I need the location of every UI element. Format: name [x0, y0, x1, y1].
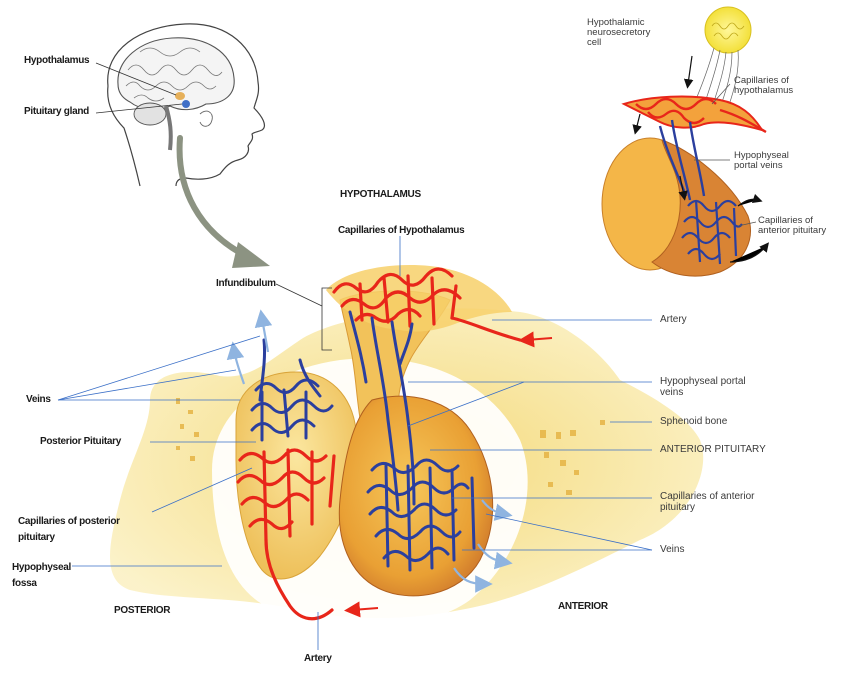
label-posterior: POSTERIOR — [114, 606, 170, 617]
label-veins-left: Veins — [26, 395, 51, 406]
label-veins-right: Veins — [660, 545, 684, 556]
brainstem — [166, 106, 171, 150]
ear — [200, 111, 212, 126]
label-neurosecretory-cell: Hypothalamic neurosecretory cell — [587, 18, 650, 48]
brain — [118, 38, 234, 110]
label-artery-right: Artery — [660, 315, 687, 326]
label-infundibulum: Infundibulum — [216, 279, 276, 290]
leader-infundibulum — [276, 284, 322, 306]
label-capillaries-anterior-pituitary: Capillaries of anterior pituitary — [660, 492, 755, 513]
head-hypothalamus — [175, 92, 185, 100]
zoom-arrow — [180, 138, 246, 256]
neurosecretory-cell — [705, 7, 751, 53]
label-capillaries-posterior-pituitary: Capillaries of posterior pituitary — [18, 514, 120, 546]
label-capillaries-of-hypothalamus: Capillaries of Hypothalamus — [338, 226, 464, 237]
label-sphenoid-bone: Sphenoid bone — [660, 417, 727, 428]
head-pituitary — [182, 100, 190, 108]
inset-arrow-down-1 — [688, 56, 692, 84]
label-artery-bottom: Artery — [304, 654, 332, 665]
inset-hypothalamus-capillaries — [624, 97, 762, 130]
label-hypophyseal-fossa: Hypophyseal fossa — [12, 560, 71, 592]
label-inset-capillaries-anterior: Capillaries of anterior pituitary — [758, 216, 826, 236]
label-pituitary-gland: Pituitary gland — [24, 107, 89, 118]
label-inset-capillaries-hypothalamus: Capillaries of hypothalamus — [734, 76, 793, 96]
label-anterior: ANTERIOR — [558, 602, 608, 613]
inset-arrow-out-1 — [738, 199, 758, 206]
label-posterior-pituitary: Posterior Pituitary — [40, 437, 121, 448]
label-inset-portal-veins: Hypophyseal portal veins — [734, 151, 789, 171]
label-hypophyseal-portal-veins: Hypophyseal portal veins — [660, 377, 746, 398]
main-illustration — [58, 236, 703, 650]
inset-arrow-down-2 — [636, 114, 640, 130]
zoom-arrowhead — [232, 242, 270, 268]
label-anterior-pituitary: ANTERIOR PITUITARY — [660, 445, 766, 456]
label-hypothalamus-heading: HYPOTHALAMUS — [340, 190, 421, 201]
label-hypothalamus: Hypothalamus — [24, 56, 89, 67]
